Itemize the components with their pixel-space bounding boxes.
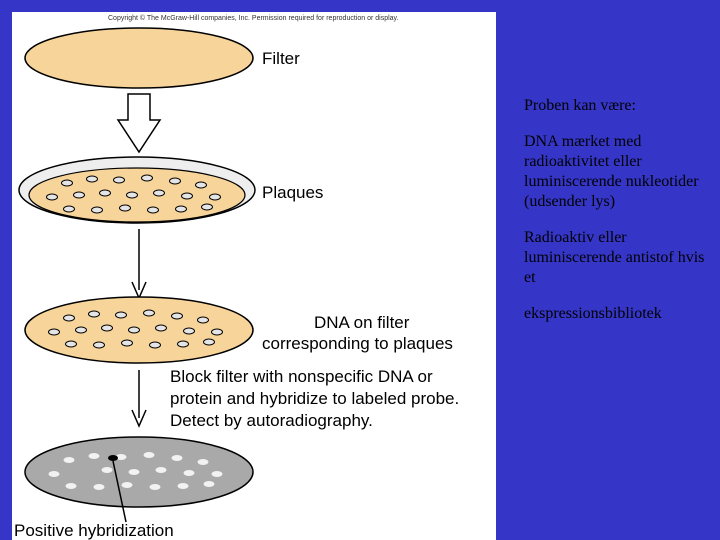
dna-spot xyxy=(76,327,87,333)
plaque xyxy=(114,177,125,183)
dna-spot xyxy=(156,325,167,331)
dna-spot xyxy=(66,341,77,347)
plaque xyxy=(148,207,159,213)
plaque xyxy=(154,190,165,196)
hybridization-spot xyxy=(66,483,77,489)
hybridization-spot xyxy=(172,455,183,461)
dna-spot xyxy=(122,340,133,346)
dna-spot xyxy=(102,325,113,331)
plaque xyxy=(87,176,98,182)
hybridization-spot xyxy=(49,471,60,477)
dna-spot xyxy=(204,339,215,345)
dna-spot xyxy=(144,310,155,316)
plaque xyxy=(142,175,153,181)
label-hybridize: protein and hybridize to labeled probe. xyxy=(170,389,459,408)
label-block-filter: Block filter with nonspecific DNA or xyxy=(170,367,433,386)
plaque xyxy=(210,194,221,200)
plaque xyxy=(74,192,85,198)
dna-spot xyxy=(64,315,75,321)
dna-spot xyxy=(150,342,161,348)
dna-spot xyxy=(94,342,105,348)
plaque xyxy=(120,205,131,211)
hybridization-spot xyxy=(94,484,105,490)
notes-item-library: ekspressionsbibliotek xyxy=(524,304,716,324)
hybridization-spot xyxy=(129,469,140,475)
hybridization-spot xyxy=(89,453,100,459)
dna-spot xyxy=(198,317,209,323)
filter-disc xyxy=(25,28,253,88)
dna-spot xyxy=(49,329,60,335)
copyright-notice: Copyright © The McGraw-Hill companies, I… xyxy=(108,14,399,22)
hybridization-spot xyxy=(144,452,155,458)
dna-spot xyxy=(172,313,183,319)
figure-panel: Copyright © The McGraw-Hill companies, I… xyxy=(12,12,496,540)
plaque xyxy=(127,192,138,198)
hollow-down-arrow xyxy=(118,94,160,152)
dna-spot xyxy=(212,329,223,335)
hybridization-spot xyxy=(212,471,223,477)
notes-item-dna: DNA mærket med radioaktivitet eller lumi… xyxy=(524,132,716,212)
hybridization-spot xyxy=(184,470,195,476)
hybridization-spot xyxy=(102,467,113,473)
plaque xyxy=(176,206,187,212)
plaque xyxy=(196,182,207,188)
hybridization-spot xyxy=(198,459,209,465)
notes-item-antibody: Radioaktiv eller luminiscerende antistof… xyxy=(524,228,716,288)
dna-spot xyxy=(129,327,140,333)
plaque xyxy=(62,180,73,186)
plaque xyxy=(64,206,75,212)
label-filter: Filter xyxy=(262,49,300,68)
plaque xyxy=(47,194,58,200)
hybridization-spot xyxy=(122,482,133,488)
hybridization-spot xyxy=(150,484,161,490)
label-plaques: Plaques xyxy=(262,183,323,202)
label-positive-hybridization: Positive hybridization xyxy=(14,521,174,540)
label-dna-on-filter: DNA on filter xyxy=(314,313,410,332)
hybridization-diagram: Copyright © The McGraw-Hill companies, I… xyxy=(12,12,496,540)
plaque xyxy=(92,207,103,213)
hybridization-spot xyxy=(64,457,75,463)
dna-spot xyxy=(184,328,195,334)
label-corresponding: corresponding to plaques xyxy=(262,334,453,353)
hybridization-spot xyxy=(156,467,167,473)
dna-spot xyxy=(178,341,189,347)
notes-heading: Proben kan være: xyxy=(524,96,716,116)
notes-column: Proben kan være: DNA mærket med radioakt… xyxy=(524,96,716,340)
plaque xyxy=(170,178,181,184)
positive-spot xyxy=(108,455,118,461)
hybridization-spot xyxy=(178,483,189,489)
plaque xyxy=(100,190,111,196)
dna-spot xyxy=(89,311,100,317)
dna-spot xyxy=(116,312,127,318)
hybridization-spot xyxy=(204,481,215,487)
label-detect: Detect by autoradiography. xyxy=(170,411,373,430)
plaque xyxy=(182,193,193,199)
plaque xyxy=(202,204,213,210)
